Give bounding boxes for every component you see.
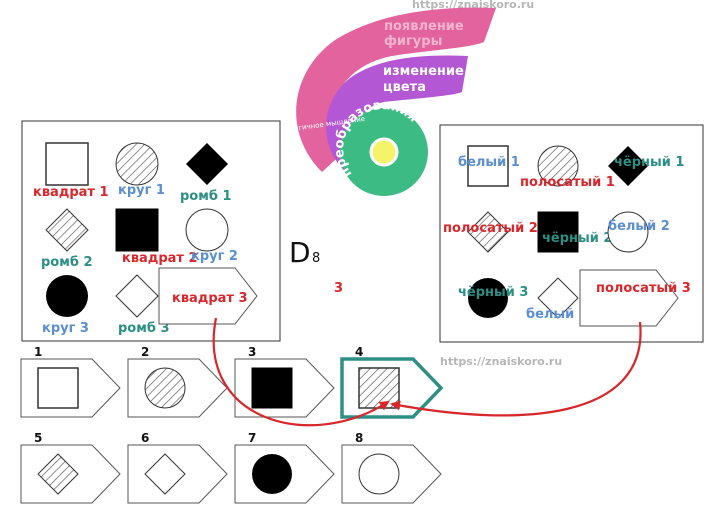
option-number: 2 bbox=[141, 345, 149, 359]
option-number: 4 bbox=[355, 345, 363, 359]
logo-middle-text-1: изменение bbox=[383, 64, 464, 79]
option-number: 8 bbox=[355, 431, 363, 445]
option-number: 3 bbox=[248, 345, 256, 359]
matrix-label: белый 2 bbox=[608, 219, 670, 234]
pentagon-placeholder bbox=[579, 269, 679, 327]
black-diamond-shape bbox=[608, 146, 648, 186]
puzzle-number: 8 bbox=[312, 251, 320, 266]
striped-diamond-shape bbox=[37, 453, 79, 495]
logo-outer-petal bbox=[296, 7, 496, 173]
black-circle-shape bbox=[252, 454, 292, 494]
white-square-shape bbox=[37, 367, 79, 409]
logo-middle-text-2: цвета bbox=[383, 80, 426, 95]
matrix-cell: белый 3 bbox=[526, 277, 588, 322]
arrow-right bbox=[390, 321, 642, 417]
answer-option[interactable]: 1 bbox=[20, 345, 121, 418]
matrix-cell: чёрный 1 bbox=[608, 146, 684, 186]
white-circle-shape bbox=[358, 453, 400, 495]
white-square-shape bbox=[45, 142, 89, 186]
black-square-shape bbox=[251, 367, 293, 409]
black-circle-shape bbox=[468, 278, 508, 318]
logo-middle-petal bbox=[326, 55, 468, 176]
option-number: 1 bbox=[34, 345, 42, 359]
striped-circle-shape bbox=[537, 145, 579, 187]
puzzle-letter: D bbox=[289, 236, 311, 269]
striped-circle-shape bbox=[115, 142, 159, 186]
black-square-shape bbox=[115, 208, 159, 252]
black-circle-shape bbox=[46, 275, 88, 317]
striped-square-shape bbox=[358, 367, 400, 409]
striped-diamond-shape bbox=[45, 208, 89, 252]
answer-option[interactable]: 7 bbox=[234, 431, 335, 504]
answer-option[interactable]: 3 bbox=[234, 345, 335, 418]
option-number: 6 bbox=[141, 431, 149, 445]
matrix-cell: ромб 1 bbox=[180, 143, 232, 204]
matrix-label: чёрный 3 bbox=[458, 285, 528, 300]
watermark-top: https://znaiskoro.ru bbox=[412, 0, 534, 11]
striped-diamond-shape bbox=[467, 211, 509, 253]
black-diamond-shape bbox=[186, 143, 228, 185]
white-diamond-shape bbox=[144, 453, 186, 495]
white-circle-shape bbox=[607, 211, 649, 253]
black-square-shape bbox=[537, 211, 579, 253]
answer-number: 3 bbox=[334, 281, 343, 296]
answer-option[interactable]: 5 bbox=[20, 431, 121, 504]
matrix-cell: чёрный 3 bbox=[458, 278, 528, 318]
white-circle-shape bbox=[185, 208, 229, 252]
logo: появление фигуры изменение цвета преобра… bbox=[289, 7, 496, 196]
matrix-cell: ромб 2 bbox=[41, 208, 93, 270]
matrix-label: круг 2 bbox=[191, 249, 238, 264]
matrix-label: круг 1 bbox=[118, 183, 165, 198]
matrix-label: квадрат 3 bbox=[172, 291, 248, 306]
matrix-cell: белый 2 bbox=[607, 211, 670, 253]
matrix-label: ромб 3 bbox=[118, 321, 170, 336]
answer-option[interactable]: 4 bbox=[340, 345, 444, 419]
matrix-cell: квадрат 2 bbox=[115, 208, 198, 266]
matrix-label: квадрат 1 bbox=[33, 185, 109, 200]
option-number: 5 bbox=[34, 431, 42, 445]
answer-option[interactable]: 2 bbox=[127, 345, 228, 418]
matrix-label: ромб 1 bbox=[180, 189, 232, 204]
matrix-label: белый 1 bbox=[458, 155, 520, 170]
matrix-cell: ромб 3 bbox=[115, 274, 170, 336]
white-square-shape bbox=[467, 145, 509, 187]
matrix-cell: полосатый 2 bbox=[443, 211, 538, 253]
watermark-middle: https://znaiskoro.ru bbox=[440, 355, 562, 368]
matrix-cell: полосатый 1 bbox=[520, 145, 615, 190]
matrix-label: полосатый 3 bbox=[596, 281, 691, 296]
matrix-cell: круг 1 bbox=[115, 142, 165, 198]
option-number: 7 bbox=[248, 431, 256, 445]
logo-outer-text-1: появление bbox=[384, 19, 464, 34]
answer-option[interactable]: 6 bbox=[127, 431, 228, 504]
white-diamond-shape bbox=[537, 277, 579, 319]
logo-outer-text-2: фигуры bbox=[384, 34, 442, 49]
matrix-label: белый 3 bbox=[526, 307, 588, 322]
white-diamond-shape bbox=[115, 274, 159, 318]
matrix-cell: чёрный 2 bbox=[537, 211, 612, 253]
matrix-cell: квадрат 1 bbox=[33, 142, 109, 200]
answer-option[interactable]: 8 bbox=[341, 431, 442, 504]
matrix-cell: белый 1 bbox=[458, 145, 520, 187]
striped-circle-shape bbox=[144, 367, 186, 409]
pentagon-placeholder bbox=[158, 267, 258, 325]
matrix-label: полосатый 1 bbox=[520, 175, 615, 190]
logo-center-dot bbox=[369, 137, 399, 167]
matrix-cell: круг 3 bbox=[42, 275, 89, 336]
matrix-label: квадрат 2 bbox=[122, 251, 198, 266]
matrix-cell: круг 2 bbox=[185, 208, 238, 264]
matrix-cell: полосатый 3 bbox=[579, 269, 691, 327]
matrix-label: чёрный 1 bbox=[614, 155, 684, 170]
matrix-label: полосатый 2 bbox=[443, 221, 538, 236]
matrix-label: чёрный 2 bbox=[542, 231, 612, 246]
matrix-label: круг 3 bbox=[42, 321, 89, 336]
matrix-label: ромб 2 bbox=[41, 255, 93, 270]
matrix-cell: квадрат 3 bbox=[158, 267, 258, 325]
arrow-left bbox=[212, 317, 390, 427]
